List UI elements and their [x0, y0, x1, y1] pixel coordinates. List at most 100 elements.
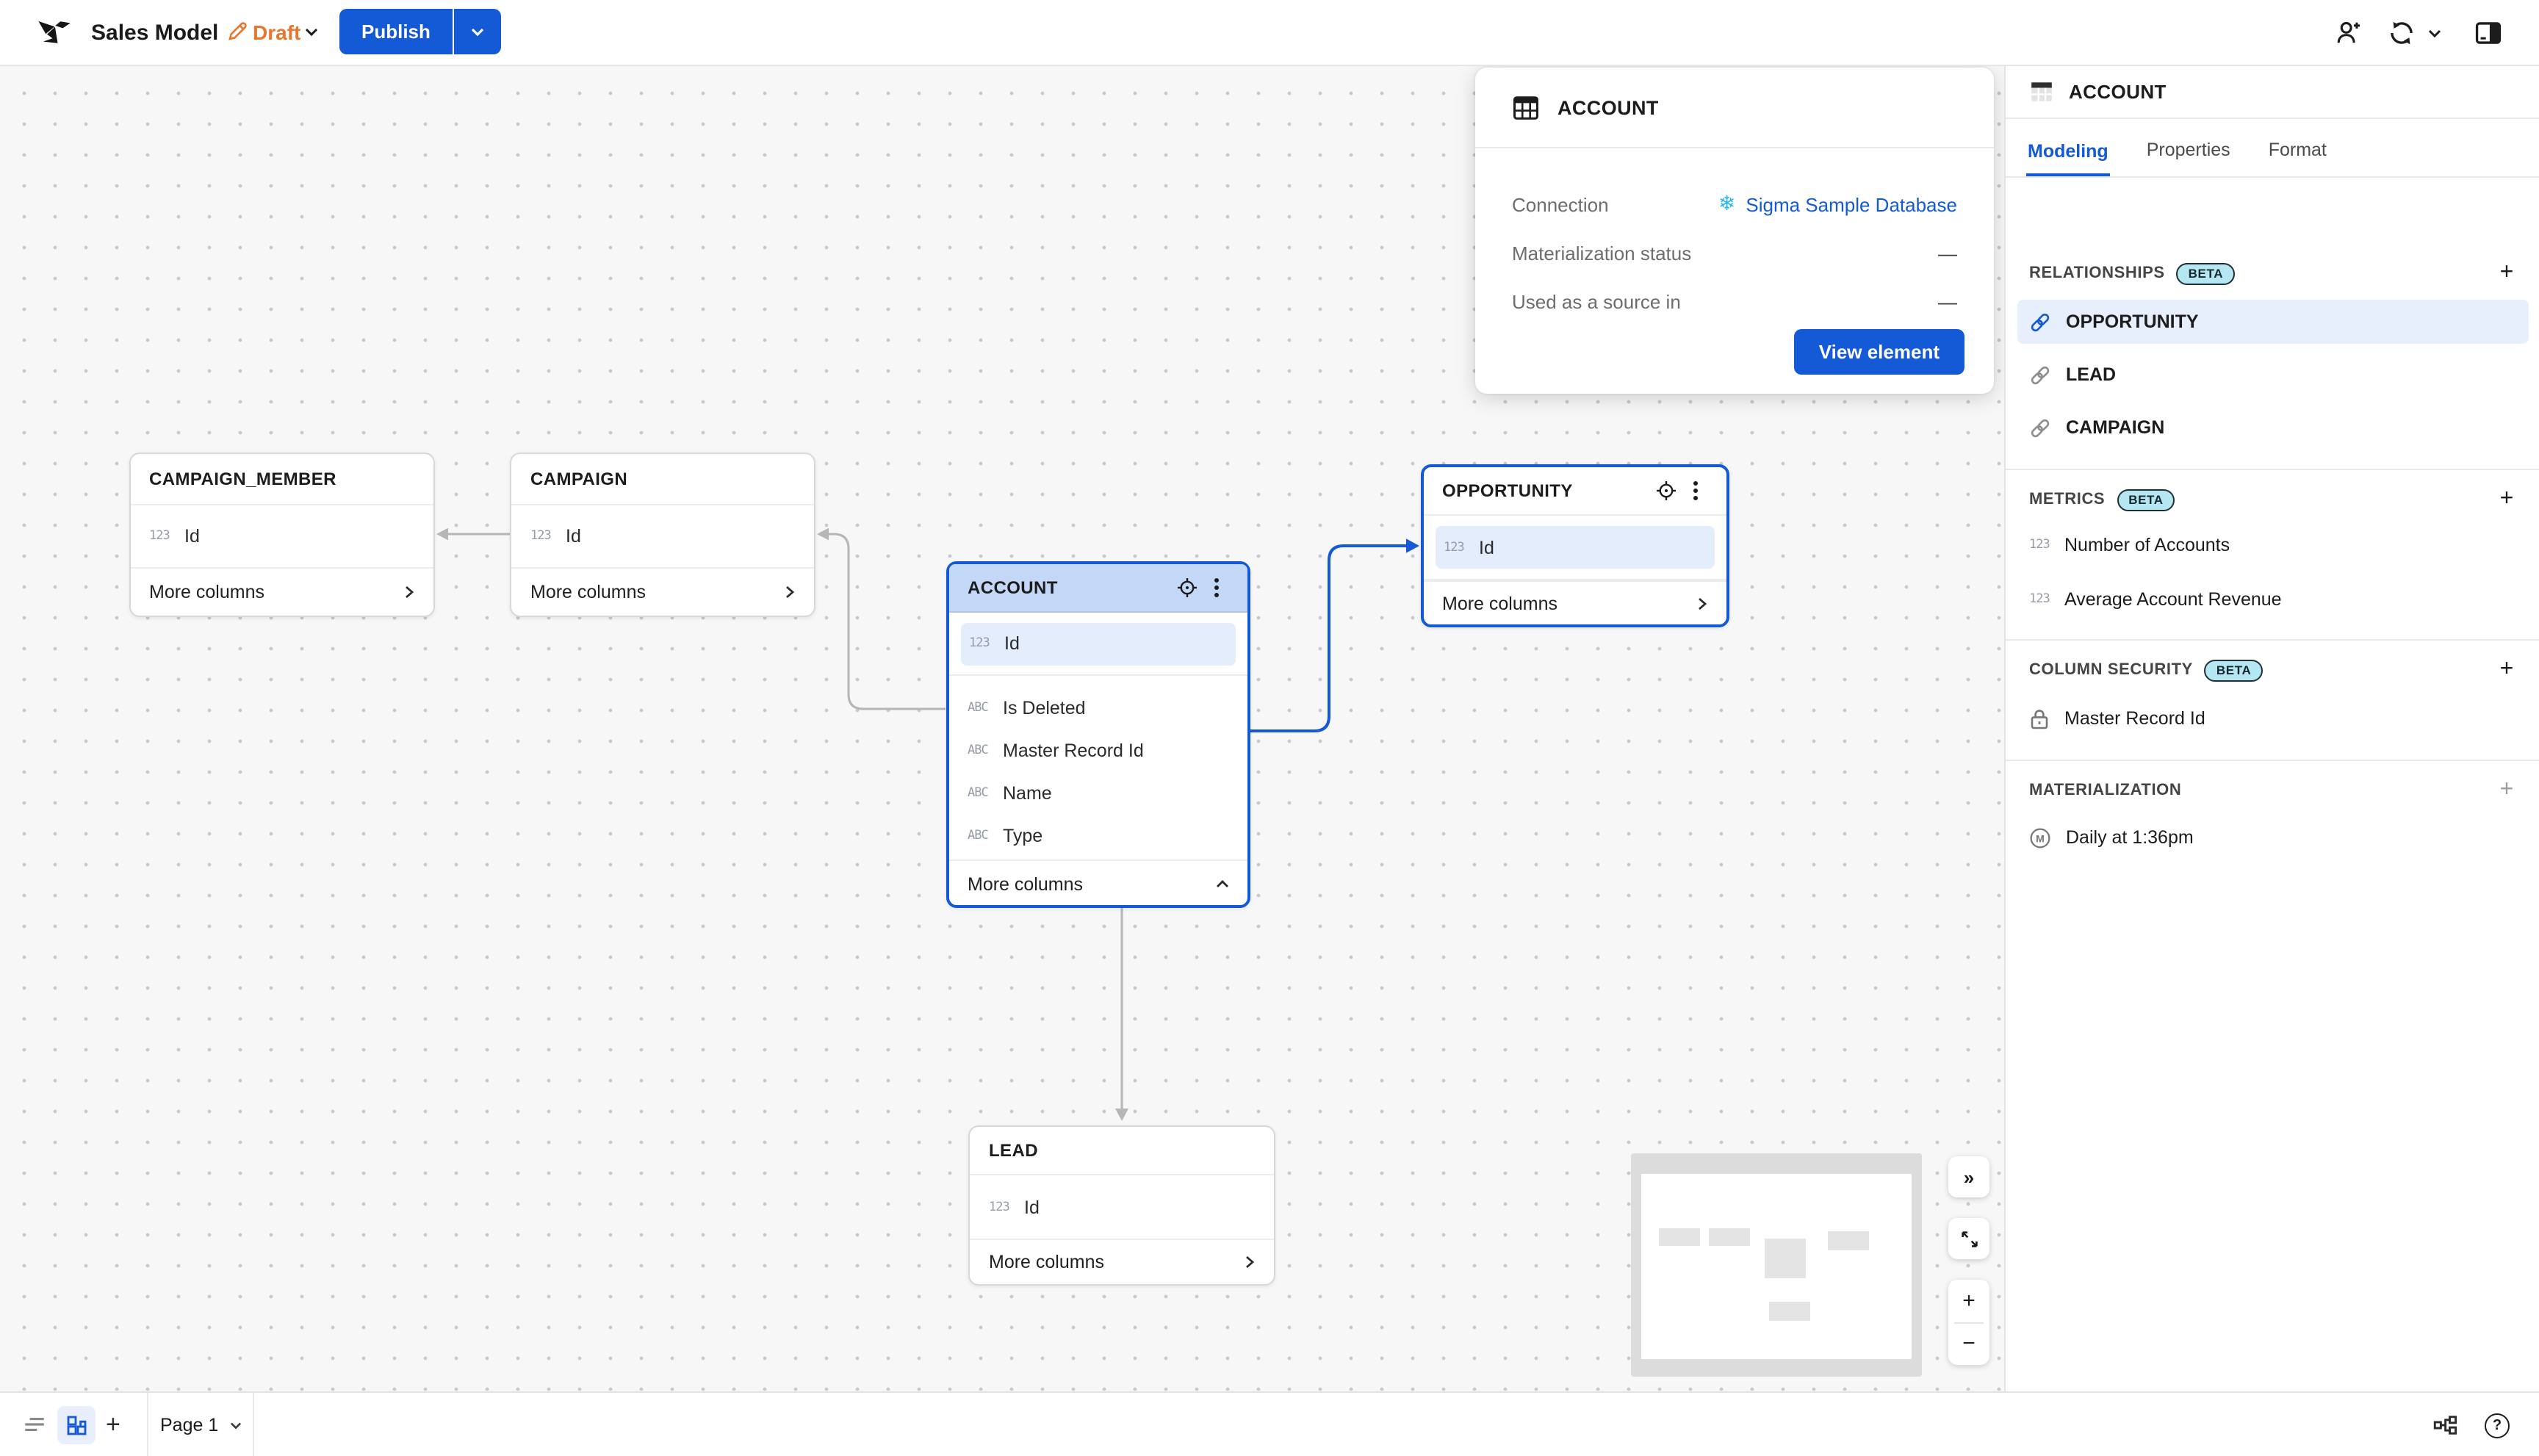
add-column-security-button[interactable]: +: [2499, 657, 2514, 682]
document-title[interactable]: Sales Model: [91, 20, 219, 45]
publish-menu-button[interactable]: [453, 9, 501, 54]
more-columns-button[interactable]: More columns: [511, 566, 814, 615]
fit-to-screen-button[interactable]: [1948, 1218, 1989, 1259]
tab-modeling[interactable]: Modeling: [2026, 140, 2110, 176]
more-columns-button[interactable]: More columns: [1423, 580, 1726, 625]
refresh-menu-chevron-icon[interactable]: [2427, 28, 2442, 40]
column-row[interactable]: ABC Is Deleted: [968, 687, 1228, 729]
link-icon: [2031, 418, 2050, 437]
node-opportunity[interactable]: OPPORTUNITY 123 Id More columns: [1420, 464, 1729, 627]
kebab-menu-icon[interactable]: [1205, 575, 1228, 599]
column-name: Id: [184, 525, 200, 546]
connection-link[interactable]: ❄ Sigma Sample Database: [1718, 193, 1957, 215]
schedule-m-icon: M: [2030, 827, 2050, 848]
materialization-status-row: Materialization status —: [1512, 237, 1957, 269]
refresh-button[interactable]: [2388, 19, 2416, 47]
lineage-icon: [2433, 1416, 2457, 1435]
relationship-label: OPPORTUNITY: [2066, 311, 2199, 332]
text-type-icon: ABC: [968, 701, 989, 716]
chevron-down-icon[interactable]: [304, 26, 319, 38]
more-columns-button[interactable]: More columns: [948, 859, 1247, 907]
materialization-item[interactable]: M Daily at 1:36pm: [2017, 815, 2529, 859]
connection-row: Connection ❄ Sigma Sample Database: [1512, 188, 1957, 220]
model-view-tab[interactable]: [57, 1406, 96, 1444]
draft-pencil-icon: [228, 22, 247, 40]
chevron-up-icon: [1217, 879, 1228, 887]
column-row-id[interactable]: 123 Id: [511, 505, 814, 566]
metrics-section-header: METRICS BETA: [2029, 482, 2175, 517]
node-title: OPPORTUNITY: [1442, 480, 1573, 501]
metric-item[interactable]: 123 Number of Accounts: [2017, 523, 2529, 567]
node-campaign-header[interactable]: CAMPAIGN: [511, 453, 814, 505]
number-type-icon: 123: [149, 528, 170, 543]
column-row-id-highlighted[interactable]: 123 Id: [1435, 526, 1714, 569]
node-campaign-member[interactable]: CAMPAIGN_MEMBER 123 Id More columns: [129, 452, 434, 616]
link-icon: [2031, 312, 2050, 331]
relationships-section-header: RELATIONSHIPS BETA: [2029, 256, 2236, 291]
column-security-item-label: Master Record Id: [2064, 708, 2205, 729]
node-campaign[interactable]: CAMPAIGN 123 Id More columns: [510, 452, 815, 616]
column-row-id-highlighted[interactable]: 123 Id: [960, 622, 1236, 665]
metric-item[interactable]: 123 Average Account Revenue: [2017, 577, 2529, 621]
focus-crosshair-icon[interactable]: [1648, 479, 1683, 502]
kebab-menu-icon[interactable]: [1683, 479, 1707, 502]
divider: [253, 1393, 254, 1456]
relationship-item-opportunity[interactable]: OPPORTUNITY: [2017, 300, 2529, 344]
lineage-button[interactable]: [2433, 1412, 2460, 1438]
page-tab[interactable]: Page 1: [147, 1393, 253, 1456]
popup-title: ACCOUNT: [1557, 96, 1659, 118]
zoom-controls: + −: [1948, 1280, 1989, 1365]
add-page-button[interactable]: +: [106, 1410, 120, 1438]
column-name: Id: [566, 525, 581, 546]
node-title: CAMPAIGN: [530, 468, 628, 489]
node-campaign-member-header[interactable]: CAMPAIGN_MEMBER: [130, 453, 433, 505]
tab-format[interactable]: Format: [2268, 140, 2327, 160]
column-security-item[interactable]: Master Record Id: [2017, 696, 2529, 740]
relationship-item-lead[interactable]: LEAD: [2017, 353, 2529, 397]
list-icon: [25, 1417, 44, 1432]
element-details-popup: ACCOUNT Connection ❄ Sigma Sample Databa…: [1475, 68, 1994, 394]
column-name: Type: [1003, 826, 1043, 846]
column-row[interactable]: ABC Name: [968, 772, 1228, 815]
zoom-in-button[interactable]: +: [1962, 1289, 1976, 1313]
focus-crosshair-icon[interactable]: [1170, 575, 1205, 599]
view-element-button[interactable]: View element: [1793, 329, 1964, 375]
collapse-controls-button[interactable]: »: [1948, 1156, 1989, 1197]
divider: [452, 9, 454, 54]
relationship-label: CAMPAIGN: [2066, 417, 2165, 438]
node-opportunity-header[interactable]: OPPORTUNITY: [1423, 467, 1726, 516]
chevron-right-icon: [1698, 597, 1707, 610]
add-metric-button[interactable]: +: [2499, 486, 2514, 511]
connection-label: Connection: [1512, 193, 1609, 215]
more-columns-button[interactable]: More columns: [970, 1239, 1273, 1284]
more-columns-label: More columns: [989, 1252, 1104, 1272]
minimap-node: [1769, 1302, 1810, 1321]
divider: [1954, 1322, 1984, 1324]
materialization-section-header: MATERIALIZATION: [2029, 773, 2181, 808]
node-lead[interactable]: LEAD 123 Id More columns: [968, 1125, 1275, 1286]
relationship-item-campaign[interactable]: CAMPAIGN: [2017, 406, 2529, 450]
link-icon: [2031, 365, 2050, 384]
column-row[interactable]: ABC Type: [968, 815, 1228, 857]
node-account[interactable]: ACCOUNT 123 Id ABC Is Deleted: [946, 561, 1250, 907]
zoom-out-button[interactable]: −: [1962, 1331, 1976, 1356]
publish-button[interactable]: Publish: [339, 9, 453, 54]
more-columns-label: More columns: [530, 581, 646, 602]
node-lead-header[interactable]: LEAD: [970, 1127, 1273, 1175]
minimap[interactable]: [1631, 1153, 1922, 1377]
column-row-id[interactable]: 123 Id: [130, 505, 433, 566]
tab-properties[interactable]: Properties: [2146, 140, 2230, 160]
toggle-panel-button[interactable]: [2474, 19, 2502, 47]
column-row-id[interactable]: 123 Id: [970, 1175, 1273, 1239]
invite-user-button[interactable]: [2335, 19, 2363, 47]
node-account-header[interactable]: ACCOUNT: [948, 563, 1247, 612]
add-relationship-button[interactable]: +: [2499, 260, 2514, 285]
sigma-logo[interactable]: [35, 13, 73, 51]
more-columns-button[interactable]: More columns: [130, 566, 433, 615]
person-plus-icon: [2337, 21, 2360, 43]
add-materialization-button[interactable]: +: [2499, 777, 2514, 802]
help-button[interactable]: ?: [2485, 1413, 2510, 1438]
materialization-item-label: Daily at 1:36pm: [2066, 827, 2194, 848]
column-row[interactable]: ABC Master Record Id: [968, 729, 1228, 772]
page-list-button[interactable]: [22, 1412, 47, 1437]
